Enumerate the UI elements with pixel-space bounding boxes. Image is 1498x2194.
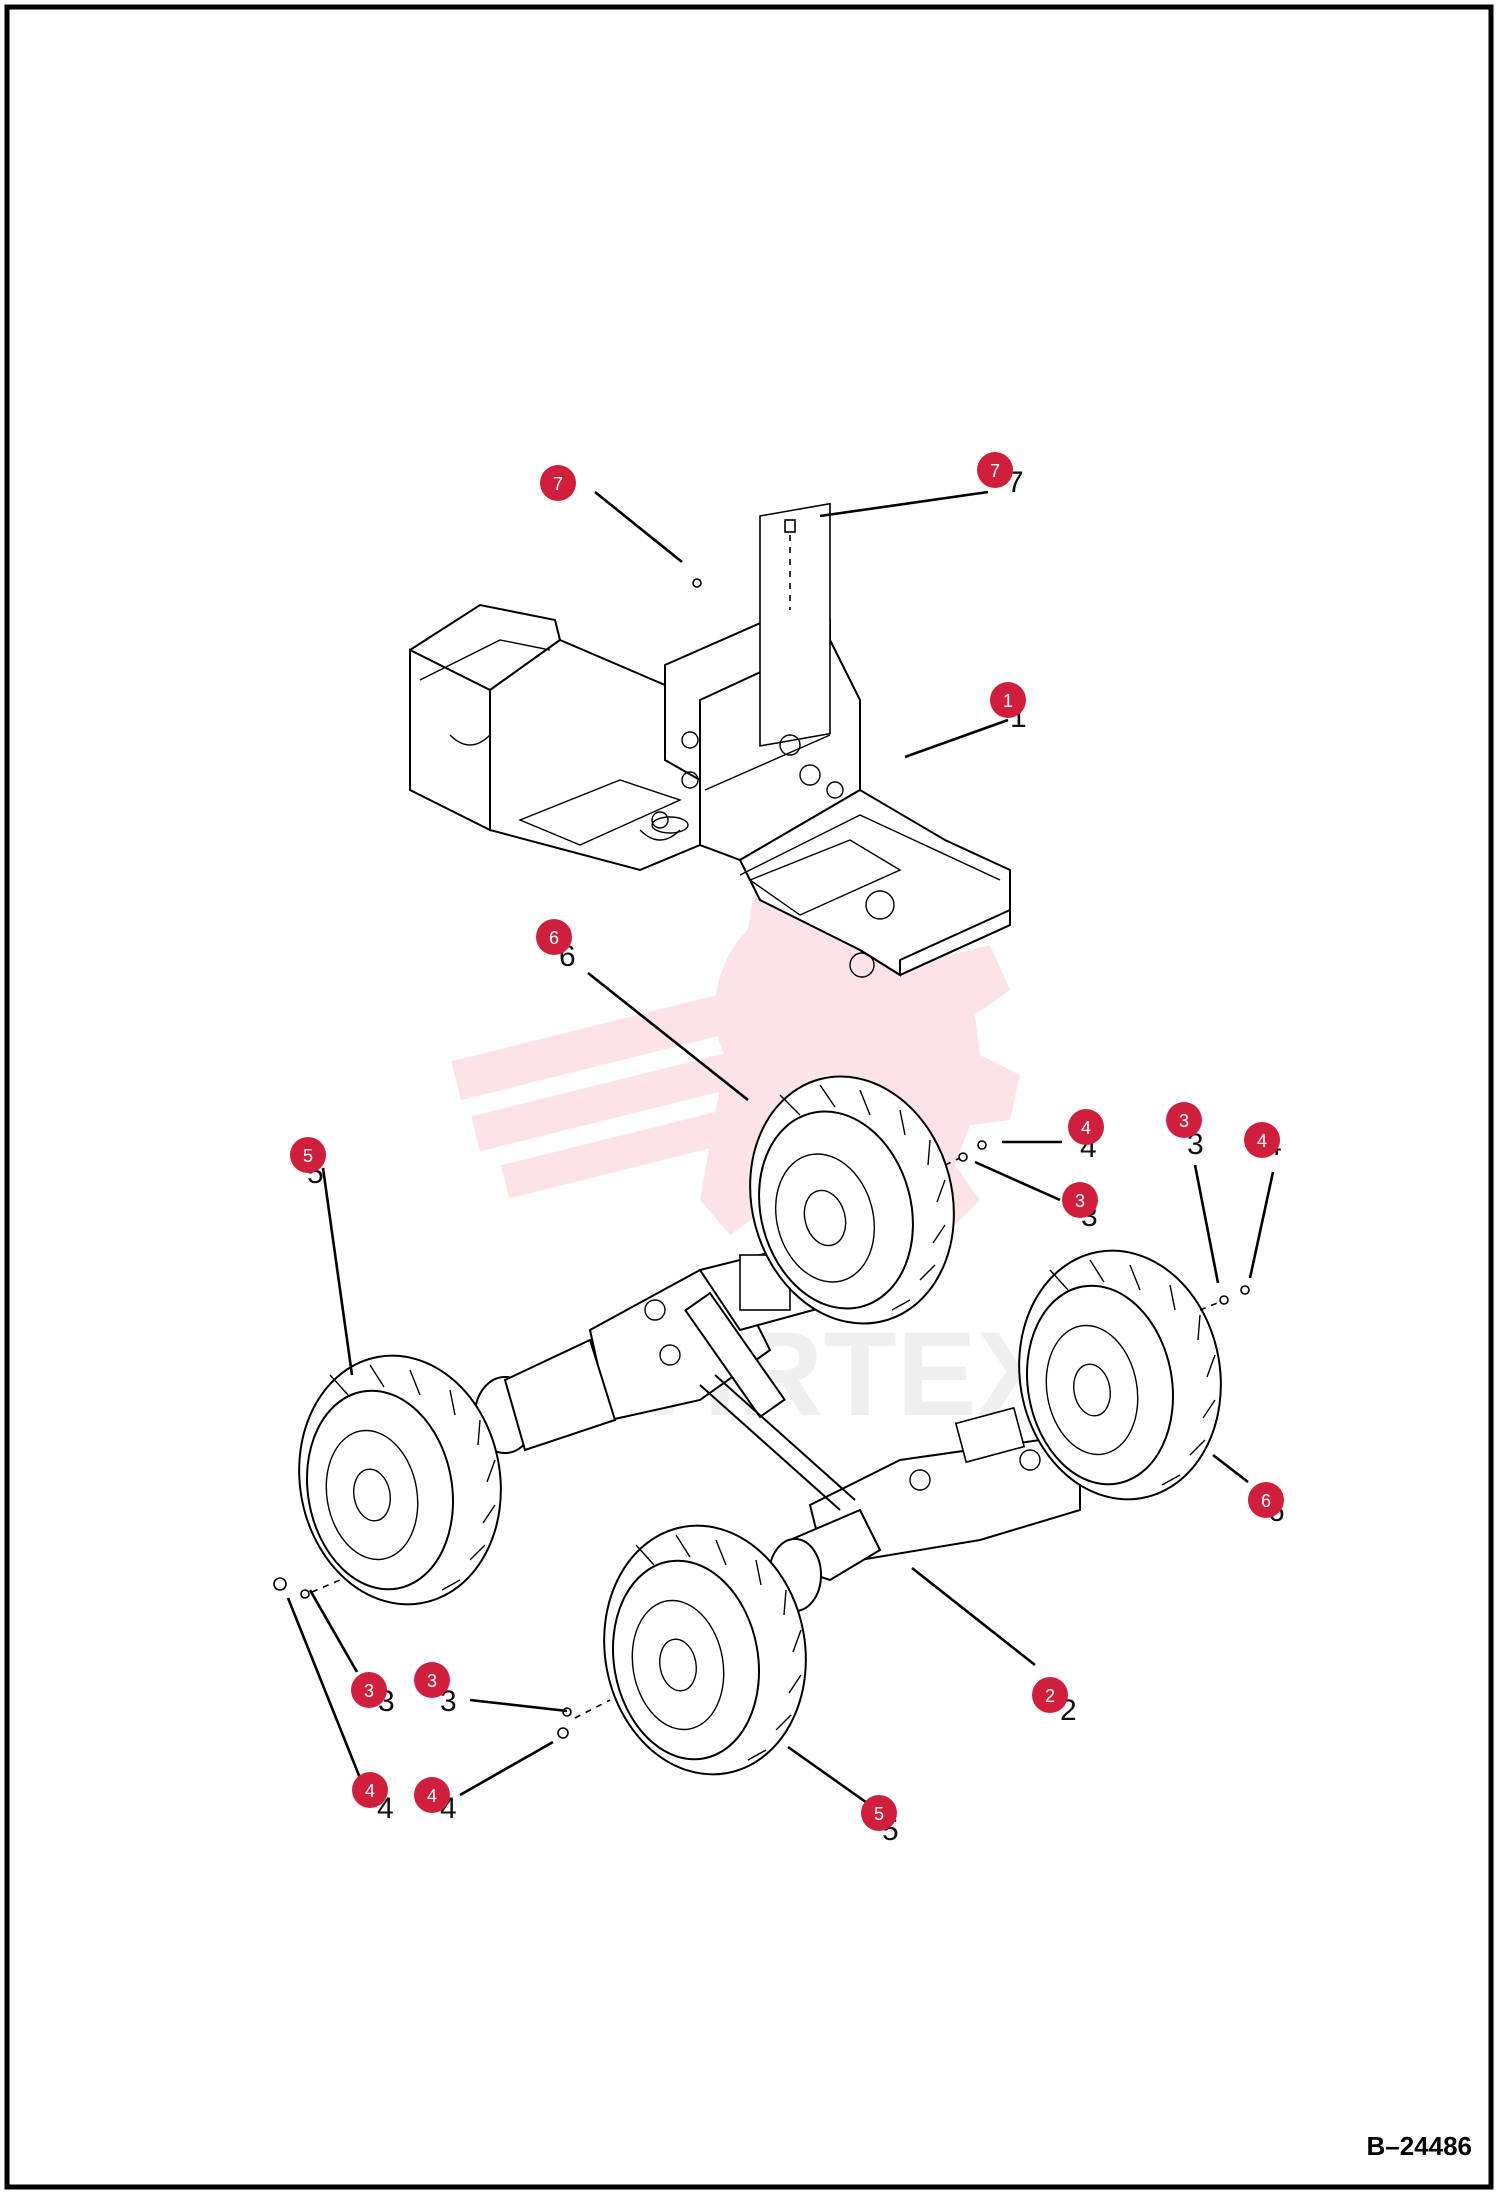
callout-4[interactable]: 4 [414, 1777, 450, 1813]
callout-7[interactable]: 7 [540, 465, 576, 501]
tire-front-bottom [603, 1524, 807, 1776]
callout-3[interactable]: 3 [1166, 1102, 1202, 1138]
callout-label: 3 [427, 1671, 437, 1691]
callout-label: 5 [303, 1146, 313, 1166]
wheel-nuts [273, 1140, 1250, 1739]
tire-rear-top [749, 1075, 955, 1325]
callout-label: 3 [364, 1681, 374, 1701]
callout-label: 4 [1257, 1131, 1267, 1151]
callout-label: 3 [1179, 1111, 1189, 1131]
callout-label: 7 [553, 474, 563, 494]
tire-right [1018, 1249, 1222, 1501]
page-border [4, 4, 1494, 2190]
bolt-fastener-7a [692, 578, 702, 588]
callout-label: 3 [1075, 1191, 1085, 1211]
figure-reference-number: B–24486 [1366, 2131, 1472, 2161]
callout-5[interactable]: 5 [290, 1137, 326, 1173]
callout-4[interactable]: 4 [1068, 1109, 1104, 1145]
callout-label: 6 [549, 928, 559, 948]
callout-7[interactable]: 7 [977, 452, 1013, 488]
callout-6[interactable]: 6 [536, 919, 572, 955]
callout-4[interactable]: 4 [1244, 1122, 1280, 1158]
callout-3[interactable]: 3 [351, 1672, 387, 1708]
leader-lines [286, 490, 1275, 1807]
callout-label: 5 [874, 1804, 884, 1824]
callout-label: 4 [1081, 1118, 1091, 1138]
callout-label: 4 [427, 1786, 437, 1806]
bolt-fastener-7b [784, 519, 796, 610]
callout-label: 4 [365, 1781, 375, 1801]
main-frame-part [409, 502, 1011, 978]
tire-left [298, 1354, 502, 1606]
callout-label: 7 [990, 461, 1000, 481]
callout-4[interactable]: 4 [352, 1772, 388, 1808]
callout-label: 2 [1045, 1686, 1055, 1706]
callout-label: 6 [1261, 1491, 1271, 1511]
callout-label: 1 [1003, 691, 1013, 711]
callout-3[interactable]: 3 [414, 1662, 450, 1698]
callout-5[interactable]: 5 [861, 1795, 897, 1831]
callout-1[interactable]: 1 [990, 682, 1026, 718]
callout-6[interactable]: 6 [1248, 1482, 1284, 1518]
callout-2[interactable]: 2 [1032, 1677, 1068, 1713]
callout-3[interactable]: 3 [1062, 1182, 1098, 1218]
